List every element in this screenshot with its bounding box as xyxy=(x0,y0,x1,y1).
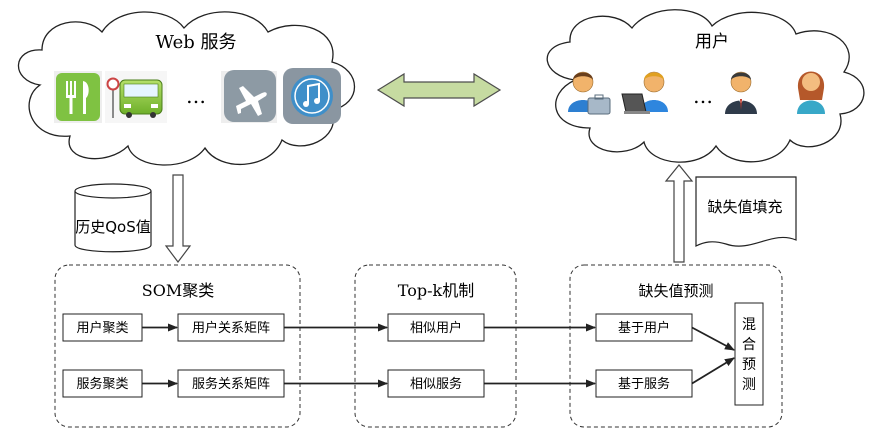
web-ellipsis: … xyxy=(186,84,206,108)
service-based-label: 基于服务 xyxy=(618,376,670,392)
user-laptop-icon xyxy=(621,71,668,114)
mixed-char-4: 测 xyxy=(742,377,756,393)
similar-service-label: 相似服务 xyxy=(410,376,462,392)
user-ellipsis: … xyxy=(693,84,713,108)
web-service-cloud: Web 服务 … xyxy=(17,11,356,166)
service-matrix-label: 服务关系矩阵 xyxy=(192,376,270,392)
prediction-title: 缺失值预测 xyxy=(638,282,713,300)
user-matrix-box xyxy=(177,313,285,342)
mixed-char-2: 合 xyxy=(742,337,756,353)
service-matrix-box xyxy=(177,369,285,398)
user-cloud-title: 用户 xyxy=(695,32,729,52)
user-based-box xyxy=(595,313,693,342)
bus-icon xyxy=(105,71,167,123)
mixed-char-3: 预 xyxy=(742,357,756,373)
mixed-char-1: 混 xyxy=(742,317,756,333)
arrow-service-based-to-mixed xyxy=(691,357,735,385)
restaurant-icon xyxy=(54,71,102,123)
user-female-icon xyxy=(797,71,825,114)
web-to-som-arrow xyxy=(164,174,192,263)
user-suit-icon xyxy=(725,71,757,114)
web-service-title: Web 服务 xyxy=(156,32,237,53)
service-cluster-box xyxy=(62,369,143,398)
missing-value-fill-document: 缺失值填充 xyxy=(695,176,797,247)
database-label: 历史QoS值 xyxy=(75,218,151,236)
airplane-icon xyxy=(221,70,277,123)
user-cluster-box xyxy=(62,313,143,342)
user-matrix-label: 用户关系矩阵 xyxy=(192,320,270,336)
user-cloud: 用户 … xyxy=(546,9,865,163)
som-title: SOM聚类 xyxy=(142,281,214,300)
arrow-user-based-to-mixed xyxy=(691,326,735,351)
prediction-group: 缺失值预测 基于用户 基于服务 混 合 预 测 xyxy=(569,264,783,428)
fill-doc-label: 缺失值填充 xyxy=(707,198,782,216)
som-cluster-group: SOM聚类 用户聚类 用户关系矩阵 服务聚类 服务关系矩阵 xyxy=(54,264,301,428)
service-based-box xyxy=(595,369,693,398)
user-briefcase-icon xyxy=(568,71,611,115)
service-cluster-label: 服务聚类 xyxy=(76,376,128,392)
music-icon xyxy=(283,68,341,124)
topk-title: Top-k机制 xyxy=(398,281,474,300)
user-cluster-label: 用户聚类 xyxy=(76,320,128,336)
predict-to-user-arrow xyxy=(664,164,694,263)
web-user-double-arrow xyxy=(376,72,502,108)
similar-user-label: 相似用户 xyxy=(410,320,462,336)
flow-arrows xyxy=(142,323,735,388)
similar-service-box xyxy=(387,369,485,398)
user-based-label: 基于用户 xyxy=(618,320,670,336)
mixed-prediction-box xyxy=(734,302,764,406)
qos-database: 历史QoS值 xyxy=(74,183,152,253)
topk-group: Top-k机制 相似用户 相似服务 xyxy=(354,264,517,428)
similar-user-box xyxy=(387,313,485,342)
